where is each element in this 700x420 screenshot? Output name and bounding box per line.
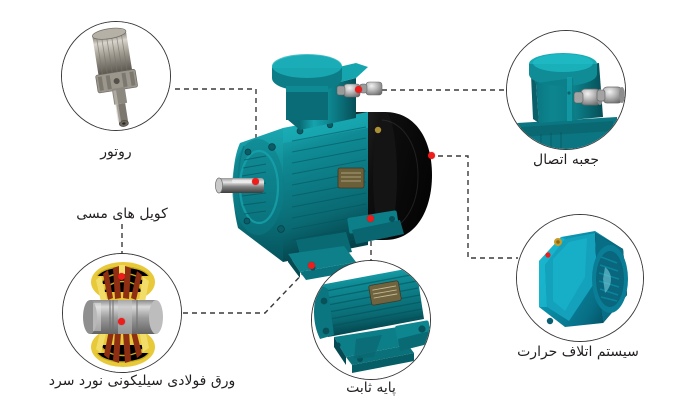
label-junction-box: جعبه اتصال [533,152,599,168]
motor-illustration [215,54,432,280]
bottom-winding [91,327,155,367]
label-copper-coils: کویل های مسی [76,206,168,222]
hotspot-stator-body[interactable] [308,262,315,269]
label-silicon-steel-sheet: ورق فولادی سیلیکونی نورد سرد [48,373,236,389]
callout-circle-junction-box [506,30,626,150]
callout-circle-stator [62,253,182,373]
silicon-steel-core [83,300,163,334]
label-rotor: روتور [100,144,132,160]
leader-line-stator-to-body [183,265,311,314]
rotor-image [62,22,170,130]
fixed-base-image [312,261,430,379]
junction-box-image [507,31,625,149]
fan-cover [539,231,628,327]
label-heat-dissipation: سیستم اتلاف حرارت [517,344,639,360]
callout-circle-heat-dissipation [516,214,644,342]
callout-circle-rotor [61,21,171,131]
hotspot-junction-box[interactable] [355,86,362,93]
stator-coils-image [63,254,181,372]
leader-line-heat-dissipation [438,155,518,259]
label-fixed-base: پایه ثابت [346,380,396,396]
top-winding [91,262,155,302]
hotspot-copper-coils[interactable] [118,273,125,280]
heat-dissipation-image [517,215,643,341]
callout-circle-fixed-base [311,260,431,380]
hotspot-fixed-base[interactable] [367,215,374,222]
leader-line-rotor [175,88,257,179]
hotspot-silicon-steel[interactable] [118,318,125,325]
hotspot-heat-dissipation[interactable] [428,152,435,159]
hotspot-rotor[interactable] [252,178,259,185]
